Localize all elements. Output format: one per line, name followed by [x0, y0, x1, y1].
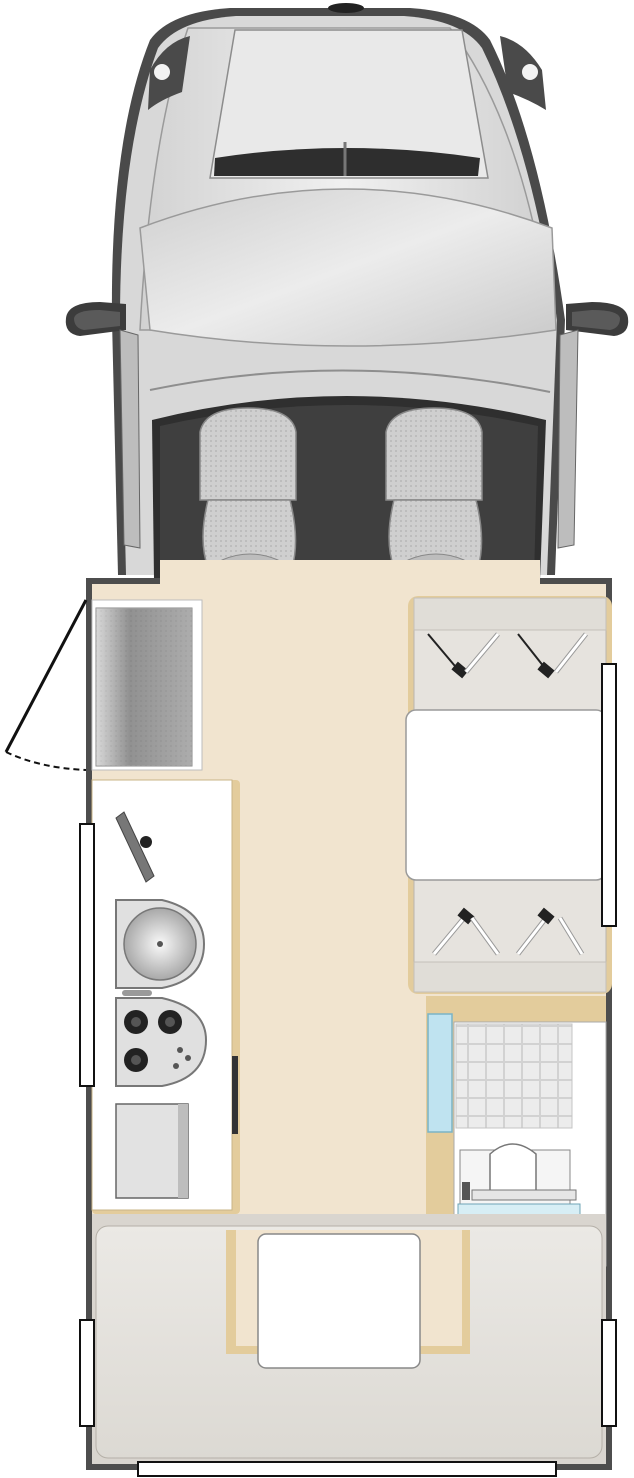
mirror-left [65, 302, 126, 336]
hob [115, 997, 208, 1087]
cab-side-window-left [119, 329, 141, 549]
wardrobe [91, 599, 203, 771]
cab-seat-driver [199, 407, 297, 581]
rear-lounge [92, 1214, 606, 1464]
cab-seat-passenger [385, 407, 483, 581]
dinette-bench-front [413, 597, 607, 631]
entry-door[interactable] [4, 599, 88, 771]
dinette-table [405, 709, 607, 881]
window-dinette [601, 663, 617, 927]
kitchen-unit [91, 779, 240, 1214]
cab-side-window-right [557, 329, 579, 549]
hob-burner [158, 1010, 182, 1034]
antenna [328, 3, 364, 13]
window-kitchen [79, 823, 95, 1087]
toilet [459, 1143, 577, 1205]
hob-knobs [173, 1047, 191, 1069]
mirror-right [566, 302, 629, 336]
hob-burner [124, 1010, 148, 1034]
hob-burner [124, 1048, 148, 1072]
tap-icon [115, 811, 155, 883]
shower-tray [455, 1023, 573, 1129]
rear-lounge-table [257, 1233, 421, 1369]
window-washroom [427, 1013, 453, 1133]
kitchen-drawer-handle [232, 1056, 238, 1134]
fridge [115, 1103, 189, 1199]
vehicle-cab [65, 3, 629, 580]
kitchen-sink [115, 899, 206, 996]
seatbelts-rear [432, 907, 585, 956]
window-rear-left [79, 1319, 95, 1427]
hood-vent [214, 148, 480, 176]
headlight-left [148, 36, 190, 110]
dinette-bench-rear [413, 961, 607, 993]
dinette [405, 596, 612, 994]
hood-scoop [209, 29, 489, 179]
dashboard [149, 369, 551, 393]
headlight-right [500, 36, 546, 110]
window-rear-back [137, 1461, 557, 1477]
seatbelts-front [427, 632, 588, 679]
cab-floor-join [160, 560, 540, 600]
window-rear-right [601, 1319, 617, 1427]
windscreen [139, 188, 557, 347]
